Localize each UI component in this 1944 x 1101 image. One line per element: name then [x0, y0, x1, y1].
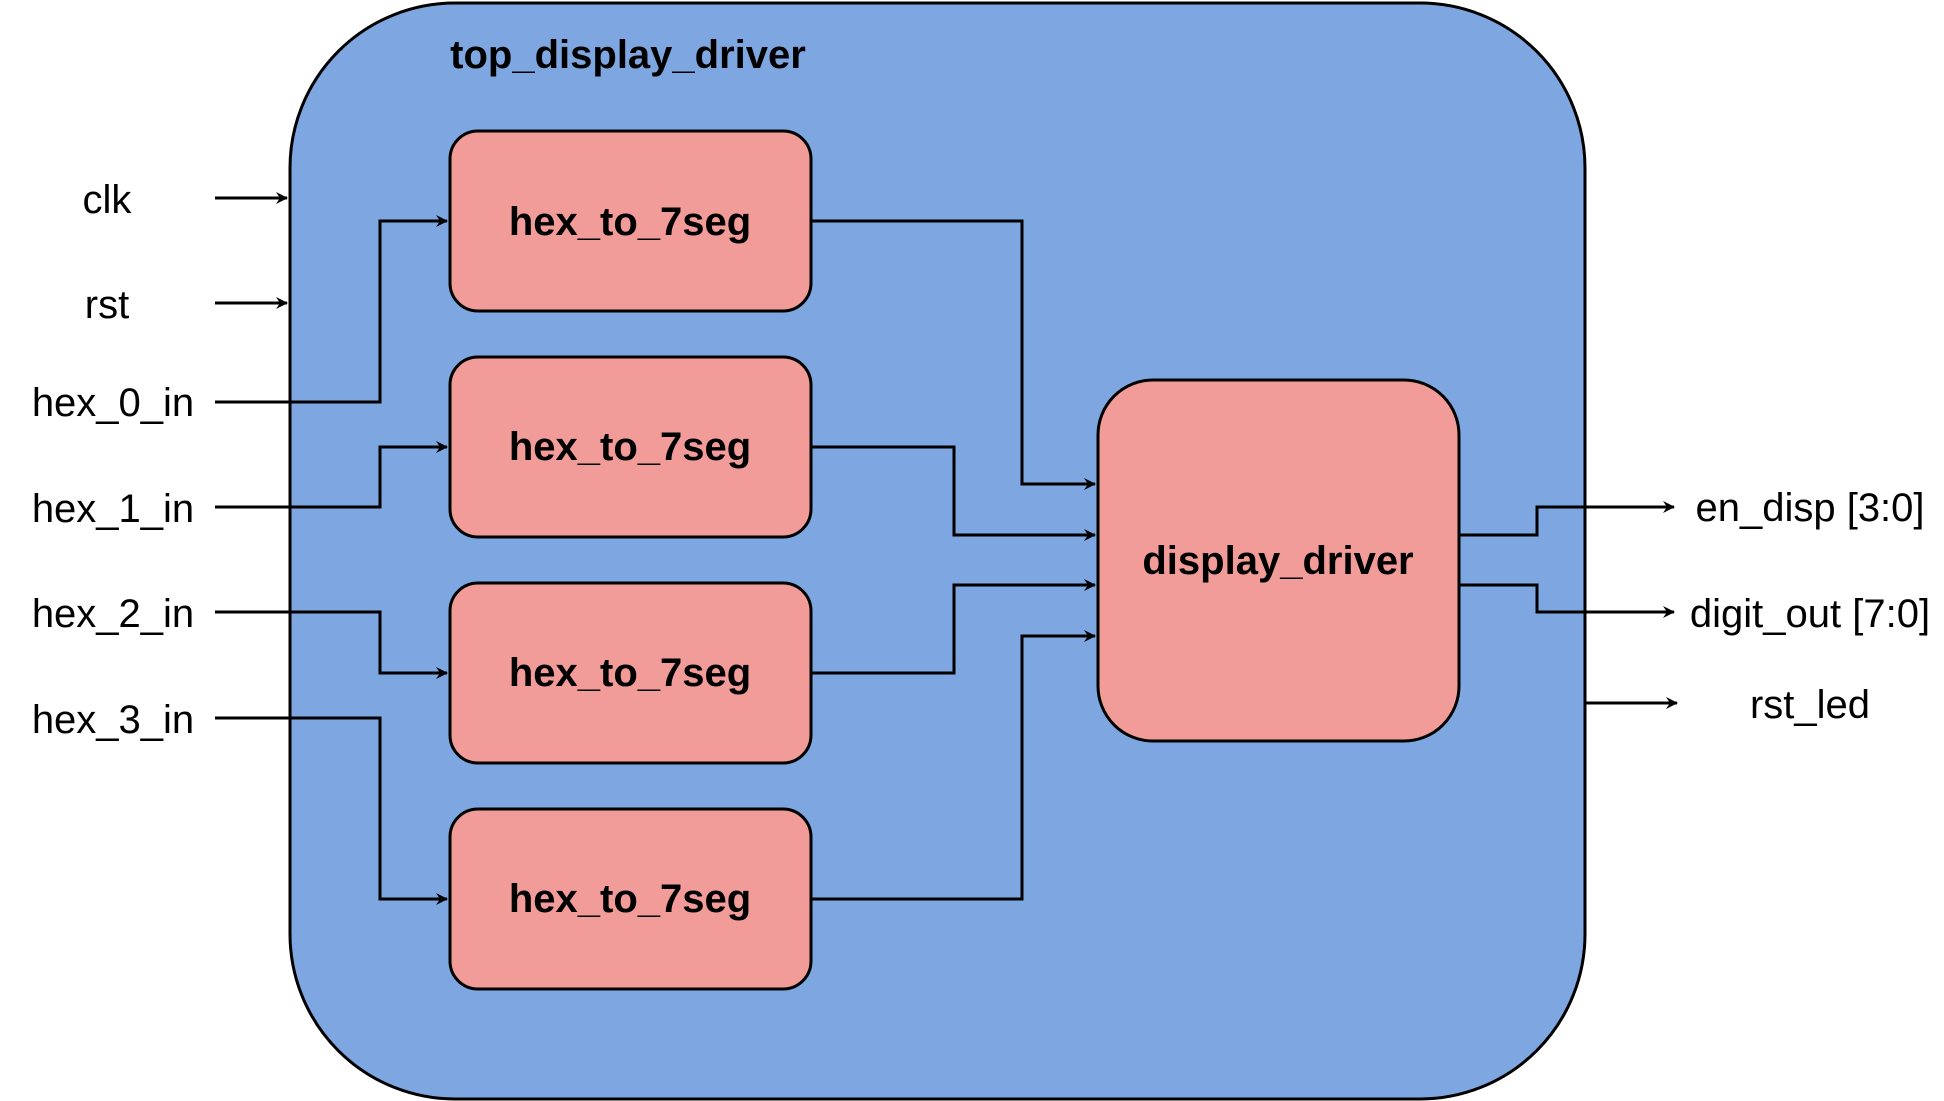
wire-hex-2-in: [215, 610, 448, 679]
hex-to-7seg-label-2: hex_to_7seg: [509, 651, 751, 695]
input-label-rst: rst: [85, 283, 129, 327]
wire-seg-0-to-driver: [811, 219, 1096, 490]
wire-en-disp: [1459, 501, 1675, 537]
display-driver-label: display_driver: [1142, 539, 1413, 583]
output-label-rst-led: rst_led: [1750, 683, 1870, 727]
hex-to-7seg-label-0: hex_to_7seg: [509, 200, 751, 244]
input-label-hex-0-in: hex_0_in: [32, 381, 194, 425]
output-label-digit-out: digit_out [7:0]: [1690, 592, 1930, 636]
wire-seg-3-to-driver: [811, 630, 1096, 901]
hex-to-7seg-label-3: hex_to_7seg: [509, 877, 751, 921]
display-driver-block[interactable]: [1096, 378, 1461, 743]
wire-seg-1-to-driver: [811, 445, 1096, 541]
top-module-title: top_display_driver: [450, 33, 806, 77]
wire-seg-2-to-driver: [811, 579, 1096, 675]
input-label-clk: clk: [83, 178, 133, 222]
wire-digit-out: [1459, 583, 1675, 618]
wire-hex-1-in: [215, 441, 448, 509]
hex-to-7seg-label-1: hex_to_7seg: [509, 425, 751, 469]
wire-hex-3-in: [215, 716, 448, 905]
input-label-hex-3-in: hex_3_in: [32, 698, 194, 742]
input-label-hex-1-in: hex_1_in: [32, 487, 194, 531]
output-label-en-disp: en_disp [3:0]: [1695, 486, 1924, 530]
input-label-hex-2-in: hex_2_in: [32, 592, 194, 636]
wire-hex-0-in: [215, 215, 448, 404]
